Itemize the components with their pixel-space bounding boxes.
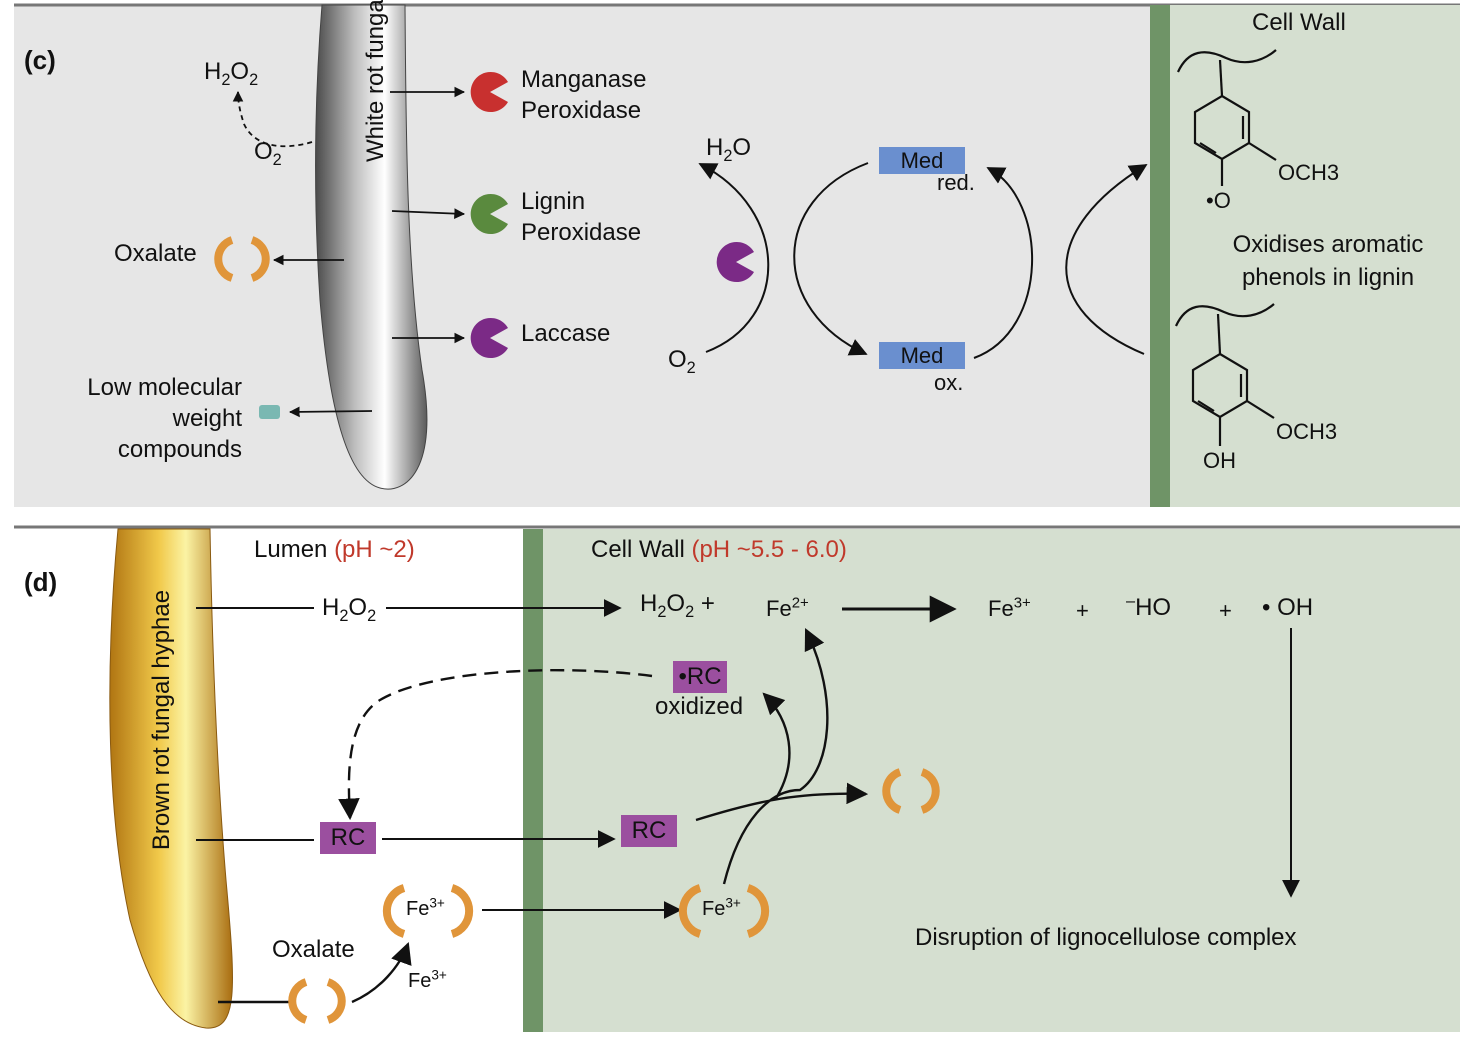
plus-1: + bbox=[1076, 598, 1089, 623]
oxalate-free-left-half bbox=[882, 768, 902, 814]
hydroxyl-radical-label: • OH bbox=[1262, 594, 1314, 621]
oxalate-label-d: Oxalate bbox=[272, 936, 355, 963]
red-label: red. bbox=[937, 170, 975, 195]
o-radical-label: •O bbox=[1206, 188, 1231, 213]
fe3-chelate-wall-right-half bbox=[746, 884, 770, 938]
rc-wall-label: RC bbox=[631, 817, 667, 844]
h2o2-label-c: H2O2 bbox=[204, 58, 259, 89]
rc-radical-box bbox=[673, 661, 727, 693]
oxalate-chelation-arrow bbox=[351, 941, 412, 1004]
fe3-chelate-wall-left-half bbox=[678, 884, 702, 938]
wall-oxidation-arc bbox=[1065, 164, 1148, 355]
rc-oxidized-arrow bbox=[762, 692, 791, 801]
oxalate-left-half bbox=[214, 236, 234, 282]
hydroxide-label: –HO bbox=[1126, 592, 1172, 621]
panel-c-cell-wall-region bbox=[1170, 5, 1460, 507]
h2o2-arrow bbox=[232, 90, 313, 148]
och3-top-label: OCH3 bbox=[1278, 160, 1340, 185]
rc-box-wall bbox=[621, 815, 677, 847]
oxalate-free-right-half bbox=[920, 768, 940, 814]
med-ox-label: Med bbox=[900, 343, 944, 368]
white-rot-hypha-label: White rot fungal hyphae bbox=[362, 0, 389, 162]
med-ox-to-red-arc bbox=[973, 167, 1034, 359]
med-red-label: Med bbox=[900, 148, 944, 173]
rc-lumen-label: RC bbox=[330, 824, 366, 851]
och3-bottom-label: OCH3 bbox=[1276, 419, 1338, 444]
panel-c-cell-wall-bar bbox=[1150, 5, 1170, 507]
fe3-chelate-wall-label: Fe3+ bbox=[702, 895, 741, 920]
fe3-to-fe2-arrow bbox=[722, 628, 829, 885]
rc-radical-label: •RC bbox=[678, 663, 722, 690]
lmw-compound-icon bbox=[259, 405, 280, 419]
fe3-free-label: Fe3+ bbox=[408, 967, 447, 992]
laccase-label: Laccase bbox=[521, 320, 611, 347]
arrow-to-lignin bbox=[391, 208, 466, 219]
rc-recycle-dashed-arrow bbox=[338, 669, 653, 821]
arrow-to-lmw bbox=[288, 406, 373, 418]
fe3-product-label: Fe3+ bbox=[988, 594, 1031, 621]
h2o-label: H2O bbox=[706, 134, 752, 165]
laccase-icon bbox=[470, 317, 508, 358]
lumen-heading: Lumen (pH ~2) bbox=[254, 536, 415, 563]
med-red-to-ox-arc bbox=[793, 162, 869, 356]
oxidized-label: oxidized bbox=[655, 693, 744, 720]
phenoxy-radical-structure bbox=[1176, 49, 1277, 186]
panel-d-label: (d) bbox=[24, 567, 58, 597]
fe2-label: Fe2+ bbox=[766, 594, 809, 621]
disruption-label: Disruption of lignocellulose complex bbox=[915, 924, 1297, 951]
o2-to-h2o-arc bbox=[698, 163, 770, 353]
fe3-chelate-left-half bbox=[382, 884, 406, 938]
fe3-chelate-label: Fe3+ bbox=[406, 895, 445, 920]
med-red-box bbox=[879, 147, 965, 174]
panel-c-label: (c) bbox=[24, 45, 56, 75]
o2-label-c: O2 bbox=[254, 138, 282, 169]
oxalate-right-half bbox=[250, 236, 270, 282]
panel-d-cell-wall-bar bbox=[523, 529, 543, 1032]
oxalate-label-c: Oxalate bbox=[114, 240, 197, 267]
med-ox-box bbox=[879, 342, 965, 369]
oh-label: OH bbox=[1203, 448, 1236, 473]
rc-to-oxalate-arrow bbox=[695, 782, 869, 822]
oxalate-d-left-half bbox=[288, 978, 308, 1024]
plus-2: + bbox=[1219, 598, 1232, 623]
cell-wall-title-c: Cell Wall bbox=[1252, 9, 1346, 36]
o2-cycle-label: O2 bbox=[668, 346, 696, 377]
lignin-peroxidase-icon bbox=[470, 194, 508, 234]
phenol-structure bbox=[1174, 303, 1275, 446]
h2o2-label-lumen: H2O2 bbox=[322, 594, 377, 625]
panel-d-cell-wall-region bbox=[543, 529, 1460, 1032]
cell-wall-heading-d: Cell Wall (pH ~5.5 - 6.0) bbox=[591, 536, 847, 563]
fe3-chelate-right-half bbox=[450, 884, 474, 938]
manganase-peroxidase-icon bbox=[470, 72, 508, 112]
laccase-cycle-icon bbox=[716, 242, 754, 282]
rc-box-lumen bbox=[320, 822, 376, 854]
brown-rot-hypha bbox=[109, 528, 233, 1029]
ox-label: ox. bbox=[934, 370, 964, 395]
oxalate-d-right-half bbox=[326, 978, 346, 1024]
white-rot-hypha bbox=[315, 4, 428, 490]
brown-rot-hypha-label: Brown rot fungal hyphae bbox=[148, 589, 176, 851]
h2o2-label-wall: H2O2 + bbox=[640, 590, 715, 621]
